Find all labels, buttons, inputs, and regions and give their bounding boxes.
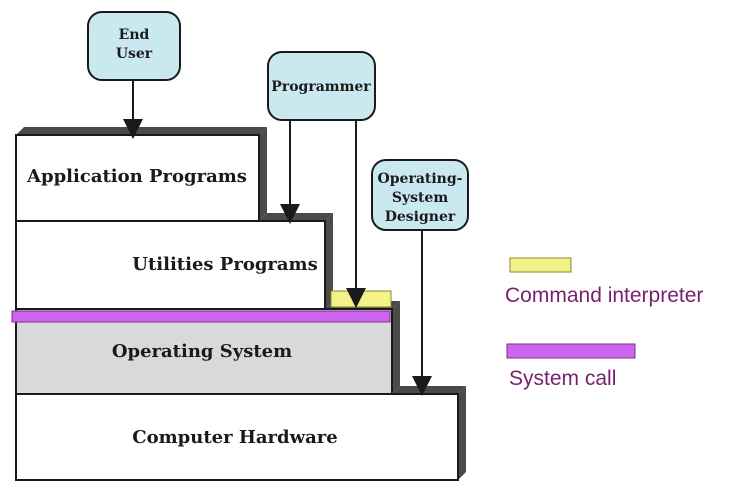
programmer-label: Programmer [271,79,371,95]
os-designer-label-line2: System [392,190,449,206]
layer-label-utilities: Utilities Programs [132,254,317,275]
legend-label-system-call: System call [509,367,616,390]
end-user-label-line2: User [116,46,153,62]
os-designer-label-line3: Designer [385,209,456,225]
layer-label-application: Application Programs [26,166,247,187]
os-designer-label-line1: Operating- [378,171,463,187]
actor-end-user: End User [87,11,181,81]
legend-swatch-command-interpreter [509,257,572,273]
layer-label-operating-system: Operating System [112,341,292,362]
layer-operating-system: Operating System [15,308,393,395]
layer-label-hardware: Computer Hardware [132,427,337,448]
access-arrows [123,80,432,396]
layer-utilities-programs: Utilities Programs [15,220,326,310]
legend-label-command-interpreter: Command interpreter [505,284,703,307]
command-interpreter-block [330,290,392,308]
legend: Command interpreter System call [505,257,703,390]
end-user-label-line1: End [119,27,150,43]
layer-application-programs: Application Programs [15,134,260,222]
actor-programmer: Programmer [267,51,376,121]
legend-swatch-system-call [506,343,636,359]
layer-computer-hardware: Computer Hardware [15,393,459,481]
system-call-bar [11,310,391,323]
actor-os-designer: Operating- System Designer [371,159,469,231]
